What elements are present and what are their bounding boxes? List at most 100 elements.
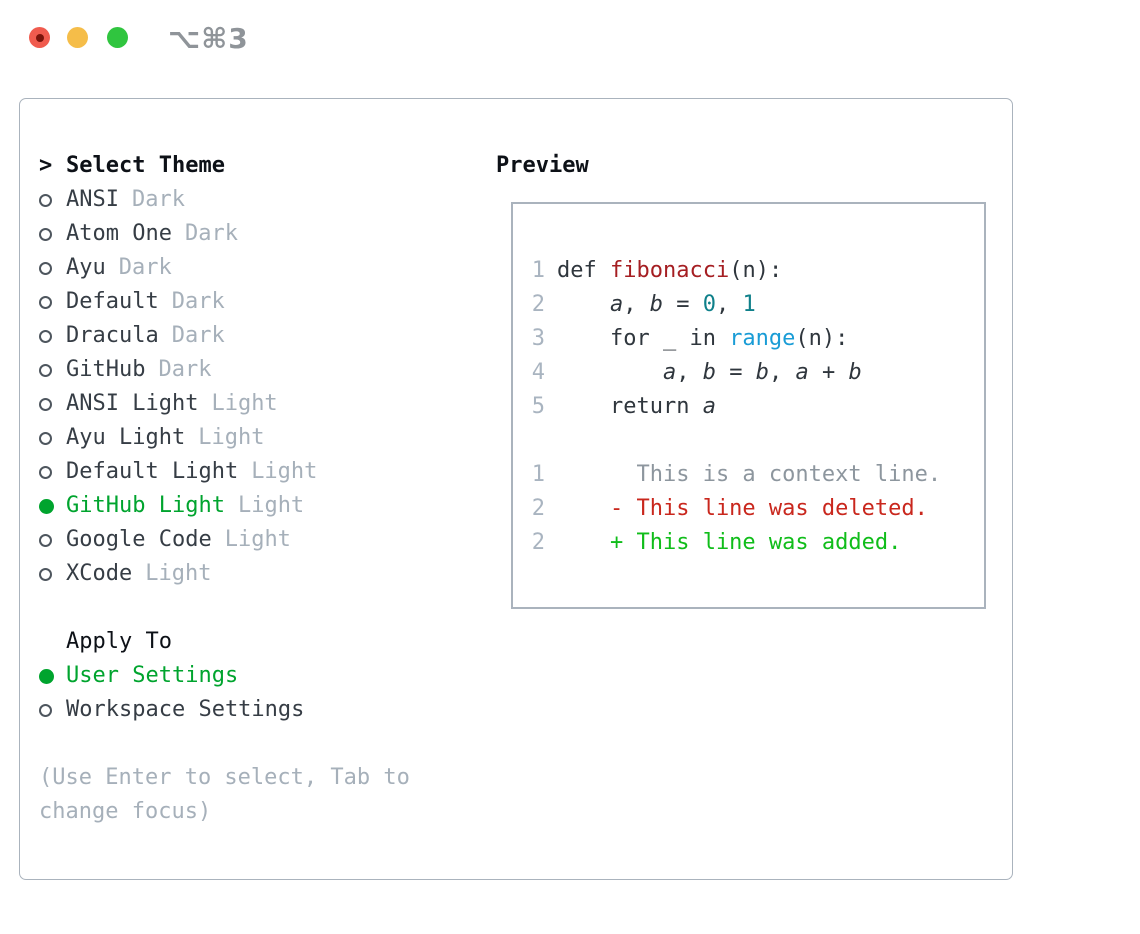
line-content: a, b = b, a + b (662, 360, 862, 385)
line-number: 2 (531, 530, 545, 555)
apply-to-title: Apply To (66, 629, 172, 654)
apply-option-workspace-settings[interactable]: Workspace Settings (39, 693, 410, 727)
theme-name: XCode (66, 561, 133, 586)
theme-option-ansi-light[interactable]: ANSI Light Light (39, 387, 410, 421)
theme-list-header: > Select Theme (39, 149, 410, 183)
code-line: 3 for _ in range(n): (531, 322, 984, 356)
radio-icon (39, 261, 52, 275)
theme-variant-label: Light (211, 391, 278, 416)
theme-variant-label: Dark (171, 323, 225, 348)
minimize-button-icon[interactable] (67, 27, 88, 48)
theme-name: Dracula (66, 323, 159, 348)
radio-icon (39, 465, 52, 479)
apply-option-user-settings[interactable]: User Settings (39, 659, 410, 693)
apply-option-label: Workspace Settings (66, 697, 305, 722)
theme-option-google-code[interactable]: Google Code Light (39, 523, 410, 557)
theme-variant-label: Dark (131, 187, 185, 212)
preview-title: Preview (496, 153, 589, 178)
code-line: 2 a, b = 0, 1 (531, 288, 984, 322)
theme-option-github[interactable]: GitHub Dark (39, 353, 410, 387)
theme-name: Ayu Light (66, 425, 186, 450)
help-text: (Use Enter to select, Tab to change focu… (39, 761, 410, 829)
theme-name: ANSI Light (66, 391, 199, 416)
radio-icon (39, 431, 52, 445)
diff-preview: 1 This is a context line. 2 - This line w… (531, 458, 984, 560)
theme-variant-label: Dark (158, 357, 212, 382)
theme-name: Default Light (66, 459, 239, 484)
close-button-icon[interactable] (29, 27, 50, 48)
radio-selected-icon (39, 668, 54, 684)
apply-to-header: Apply To (39, 625, 410, 659)
theme-option-ansi[interactable]: ANSI Dark (39, 183, 410, 217)
theme-name: Ayu (66, 255, 106, 280)
theme-variant-label: Light (237, 493, 305, 518)
line-number: 2 (531, 292, 545, 317)
theme-variant-label: Light (251, 459, 318, 484)
radio-icon (39, 567, 52, 581)
theme-name: GitHub (66, 357, 146, 382)
radio-icon (39, 227, 52, 241)
radio-icon (39, 533, 52, 547)
radio-icon (39, 295, 52, 309)
titlebar: ⌥⌘3 (0, 0, 1140, 70)
radio-icon (39, 193, 52, 207)
theme-variant-label: Light (145, 561, 212, 586)
theme-option-ayu-light[interactable]: Ayu Light Light (39, 421, 410, 455)
select-theme-title: Select Theme (66, 153, 225, 178)
line-number: 4 (531, 360, 545, 385)
help-line-1: (Use Enter to select, Tab to (39, 765, 410, 790)
code-line: 1 def fibonacci(n): (531, 254, 984, 288)
theme-option-default-light[interactable]: Default Light Light (39, 455, 410, 489)
line-number: 3 (531, 326, 545, 351)
theme-name: Google Code (66, 527, 212, 552)
theme-option-atom-one[interactable]: Atom One Dark (39, 217, 410, 251)
radio-icon (39, 397, 52, 411)
radio-selected-icon (39, 498, 54, 514)
window-shortcut-label: ⌥⌘3 (168, 22, 249, 55)
zoom-button-icon[interactable] (107, 27, 128, 48)
diff-line: 2 - This line was deleted. (531, 492, 984, 526)
theme-name: GitHub Light (66, 493, 225, 518)
line-content: def fibonacci(n): (557, 258, 783, 283)
line-content: a, b = 0, 1 (609, 292, 756, 317)
theme-variant-label: Dark (118, 255, 172, 280)
line-number: 1 (531, 258, 545, 283)
code-line: 5 return a (531, 390, 984, 424)
theme-variant-label: Light (198, 425, 265, 450)
theme-option-xcode[interactable]: XCode Light (39, 557, 410, 591)
theme-name: Default (66, 289, 159, 314)
apply-option-label: User Settings (66, 663, 239, 688)
theme-variant-label: Dark (171, 289, 225, 314)
code-line: 4 a, b = b, a + b (531, 356, 984, 390)
theme-option-ayu[interactable]: Ayu Dark (39, 251, 410, 285)
line-number: 5 (531, 394, 545, 419)
line-content: + This line was added. (557, 530, 902, 555)
theme-variant-label: Light (224, 527, 291, 552)
theme-option-default[interactable]: Default Dark (39, 285, 410, 319)
line-content: for _ in range(n): (557, 326, 849, 351)
radio-icon (39, 363, 52, 377)
radio-icon (39, 329, 52, 343)
theme-variant-label: Dark (184, 221, 238, 246)
line-number: 2 (531, 496, 545, 521)
line-content: This is a context line. (557, 462, 942, 487)
theme-name: ANSI (66, 187, 119, 212)
prompt-icon: > (39, 153, 53, 178)
close-dot-icon (35, 33, 44, 42)
line-content: - This line was deleted. (557, 496, 928, 521)
theme-name: Atom One (66, 221, 172, 246)
help-line-2: change focus) (39, 799, 212, 824)
line-content: return a (557, 394, 716, 419)
theme-option-dracula[interactable]: Dracula Dark (39, 319, 410, 353)
theme-option-github-light[interactable]: GitHub Light Light (39, 489, 410, 523)
diff-line: 2 + This line was added. (531, 526, 984, 560)
line-number: 1 (531, 462, 545, 487)
